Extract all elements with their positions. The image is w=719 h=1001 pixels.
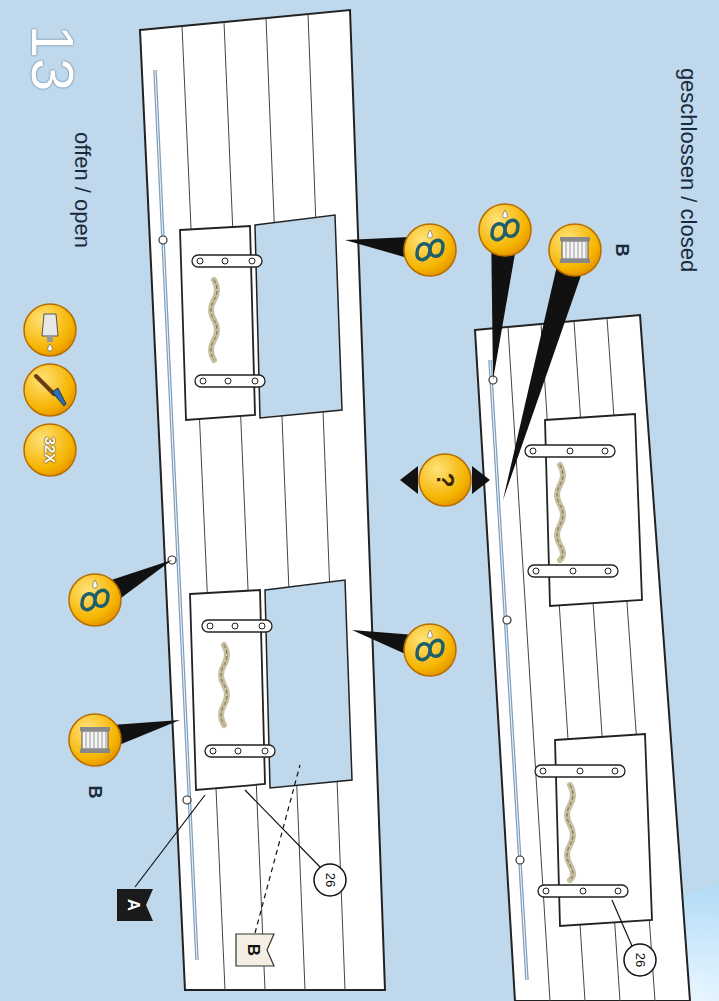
callout-circle — [624, 944, 656, 976]
choice-icon — [419, 454, 471, 506]
choice-mark: ? — [433, 473, 457, 488]
flag-marker — [117, 889, 153, 921]
flag-letter: A — [125, 899, 142, 911]
knot-icon — [479, 204, 531, 256]
material-code: B — [613, 244, 631, 257]
thread-icon — [69, 714, 121, 766]
step-number: 13 — [22, 25, 82, 92]
state-label: offen / open — [71, 132, 93, 248]
double-arrow — [400, 466, 490, 494]
thread-icon — [549, 224, 601, 276]
quantity-label: 32X — [43, 437, 58, 464]
leader-line — [135, 795, 205, 887]
knot-icon — [69, 574, 121, 626]
leader-line — [245, 790, 320, 867]
state-label: geschlossen / closed — [677, 68, 699, 272]
glue-icon — [24, 304, 76, 356]
closed-deck — [475, 315, 690, 1001]
knot-icon — [404, 624, 456, 676]
leader-line — [255, 765, 300, 933]
callout-circle — [314, 864, 346, 896]
leader-line — [612, 900, 632, 946]
pointer-cone — [89, 229, 589, 754]
material-code: B — [86, 786, 104, 799]
knot-icon — [404, 224, 456, 276]
callout-number: 26 — [634, 953, 647, 967]
flag-marker — [236, 934, 274, 966]
brush-icon — [24, 364, 76, 416]
callout-number: 26 — [324, 873, 337, 887]
open-deck — [140, 10, 385, 990]
quantity-icon — [24, 424, 76, 476]
flag-letter: B — [245, 944, 262, 956]
